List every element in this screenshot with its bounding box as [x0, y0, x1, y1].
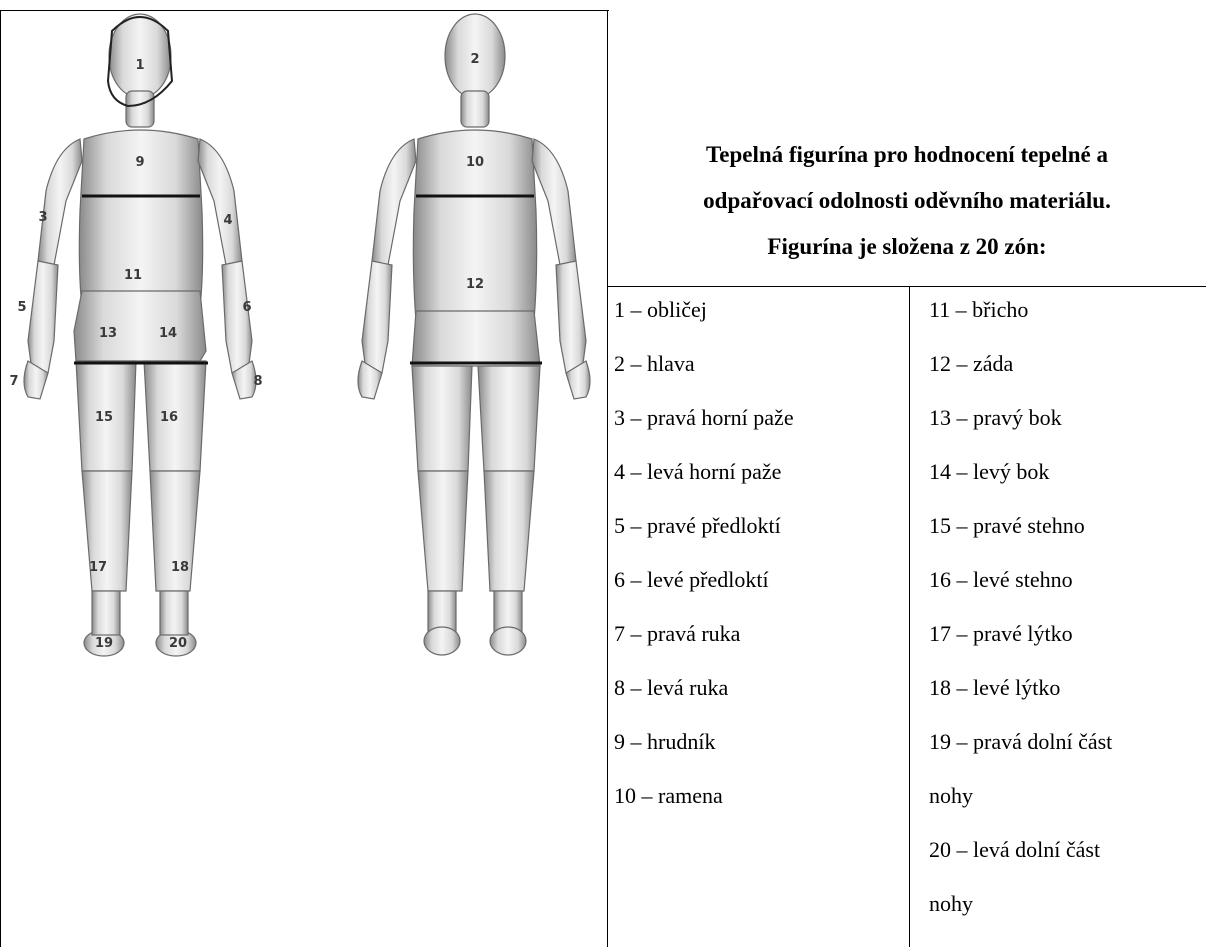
figure-caption: Tepelná figurína pro hodnocení tepelné a… [608, 132, 1206, 270]
zone-list-left-7: 8 – levá ruka [614, 675, 728, 701]
caption-line-2: odpařovací odolnosti oděvního materiálu. [608, 178, 1206, 224]
zone-list-right-9: nohy [929, 783, 973, 809]
front-zone-label-16: 16 [160, 410, 178, 425]
back-zone-label-12: 12 [466, 277, 484, 292]
zone-list-left-5: 6 – levé předloktí [614, 567, 769, 593]
front-zone-label-1: 1 [135, 58, 144, 73]
front-mannequin [24, 14, 256, 656]
front-zone-label-11: 11 [124, 268, 142, 283]
back-zone-label-10: 10 [466, 155, 484, 170]
front-zone-label-4: 4 [223, 213, 232, 228]
table-divider-columns [909, 286, 910, 947]
zone-list-right-3: 14 – levý bok [929, 459, 1049, 485]
caption-line-1: Tepelná figurína pro hodnocení tepelné a [608, 132, 1206, 178]
table-divider-horizontal [607, 286, 1206, 287]
zone-list-right-7: 18 – levé lýtko [929, 675, 1060, 701]
zone-list-left-9: 10 – ramena [614, 783, 723, 809]
front-zone-label-3: 3 [38, 210, 47, 225]
front-zone-label-7: 7 [9, 374, 18, 389]
zone-list-left-6: 7 – pravá ruka [614, 621, 740, 647]
zone-list-left-0: 1 – obličej [614, 297, 707, 323]
zone-list-right-6: 17 – pravé lýtko [929, 621, 1073, 647]
zone-list-left-8: 9 – hrudník [614, 729, 715, 755]
front-zone-label-19: 19 [95, 636, 113, 651]
zone-list-left-2: 3 – pravá horní paže [614, 405, 794, 431]
front-zone-label-20: 20 [169, 636, 187, 651]
zone-list-left-4: 5 – pravé předloktí [614, 513, 781, 539]
zone-list-right-5: 16 – levé stehno [929, 567, 1073, 593]
front-zone-label-5: 5 [17, 300, 26, 315]
front-zone-label-18: 18 [171, 560, 189, 575]
back-zone-label-2: 2 [470, 52, 479, 67]
front-zone-label-15: 15 [95, 410, 113, 425]
zone-list-left-3: 4 – levá horní paže [614, 459, 781, 485]
front-zone-label-6: 6 [242, 300, 251, 315]
front-zone-label-9: 9 [135, 155, 144, 170]
caption-line-3: Figurína je složena z 20 zón: [608, 224, 1206, 270]
zone-list-right-0: 11 – břicho [929, 297, 1028, 323]
zone-list-right-10: 20 – levá dolní část [929, 837, 1100, 863]
zone-list-right-11: nohy [929, 891, 973, 917]
front-zone-label-8: 8 [253, 374, 262, 389]
table-border-left [0, 10, 1, 947]
zone-list-right-8: 19 – pravá dolní část [929, 729, 1112, 755]
front-zone-label-14: 14 [159, 326, 177, 341]
back-mannequin [358, 14, 590, 655]
front-zone-label-13: 13 [99, 326, 117, 341]
zone-list-right-2: 13 – pravý bok [929, 405, 1062, 431]
zone-list-right-4: 15 – pravé stehno [929, 513, 1085, 539]
zone-list-left-1: 2 – hlava [614, 351, 695, 377]
zone-list-right-1: 12 – záda [929, 351, 1013, 377]
front-zone-label-17: 17 [89, 560, 107, 575]
